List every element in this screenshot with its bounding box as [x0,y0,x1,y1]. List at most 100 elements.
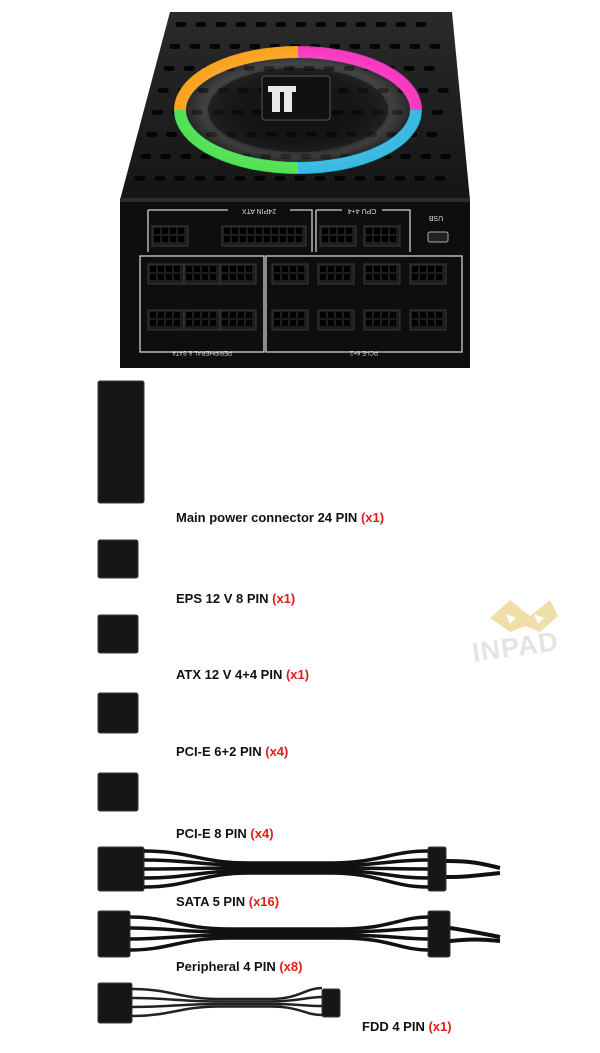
vent-slot [349,44,361,49]
modular-socket [363,309,401,331]
vent-slot [355,22,367,27]
cable-set [97,380,501,1024]
modular-socket [221,225,307,247]
vent-slot [234,176,246,181]
vent-slot [275,22,287,27]
vent-slot [369,44,381,49]
brand-logo [261,75,331,121]
cable-label-sata-5pin: SATA 5 PIN (x16) [176,894,280,909]
vent-slot [255,22,267,27]
connector-pcie-8pin-icon [97,772,139,812]
cable-label-pcie-62pin: PCI-E 6+2 PIN (x4) [176,744,289,759]
vent-slot [295,22,307,27]
vent-slot [400,154,412,159]
vent-slot [403,66,415,71]
modular-socket [151,225,189,247]
vent-slot [157,88,169,93]
modular-socket [317,309,355,331]
cable-peripheral-wires [129,915,501,952]
modular-sockets [147,225,447,331]
cable-atx-wires [138,615,500,651]
cable-label-eps-8pin: EPS 12 V 8 PIN (x1) [176,591,296,606]
vent-slot [194,176,206,181]
vent-slot [437,88,449,93]
vent-slot [434,176,446,181]
vent-slot [154,176,166,181]
modular-socket [147,263,185,285]
vent-slot [415,22,427,27]
modular-socket [219,309,257,331]
vent-slot [183,66,195,71]
vent-slot [215,22,227,27]
vent-slot [163,66,175,71]
modular-socket [271,263,309,285]
vent-slot [409,44,421,49]
connector-fdd-end-icon [321,988,341,1018]
vent-slot [423,66,435,71]
vent-slot [254,176,266,181]
panel-label-usb: USB [428,214,443,221]
connector-molex-icon [97,910,131,958]
vent-slot [294,176,306,181]
connector-eps-8pin-icon [97,539,139,579]
modular-socket [409,263,447,285]
vent-slot [214,176,226,181]
vent-slot [249,44,261,49]
connector-24pin-icon [97,380,145,504]
vent-slot [314,176,326,181]
modular-socket [147,309,185,331]
connector-molex-fdd-icon [97,982,133,1024]
vent-slot [274,176,286,181]
connector-sata-icon [97,846,145,892]
panel-label-cpu: CPU 4+4 [348,207,377,214]
vent-slot [174,176,186,181]
modular-socket [183,263,221,285]
cable-fdd-wires [131,986,323,1018]
vent-slot [394,176,406,181]
vent-slot [354,176,366,181]
modular-socket [271,309,309,331]
modular-socket [409,309,447,331]
vent-slot [389,44,401,49]
watermark-logo-icon [490,600,558,632]
vent-slot [417,88,429,93]
connector-pcie-62pin-icon [97,692,139,734]
vent-slot [395,22,407,27]
vent-slot [180,154,192,159]
vent-slot [374,176,386,181]
vent-slot [209,44,221,49]
psu-unit: 24PIN ATX CPU 4+4 USB PERIPHERAL & SATA … [120,12,470,368]
cable-label-fdd-4pin: FDD 4 PIN (x1) [362,1019,452,1034]
vent-slot [429,44,441,49]
cable-24pin-wires [144,384,500,498]
vent-slot [189,44,201,49]
vent-slot [375,22,387,27]
cable-pcie8-wires [138,773,500,809]
vent-slot [431,110,443,115]
vent-slot [160,154,172,159]
vent-slot [334,176,346,181]
vent-slot [166,132,178,137]
cable-sata-wires [143,849,501,889]
modular-socket [363,225,401,247]
vent-slot [146,132,158,137]
panel-label-pcie: PCI-E 6+2 [349,349,378,355]
usb-port-icon [427,231,449,243]
modular-socket [317,263,355,285]
connector-atx-44pin-icon [97,614,139,654]
vent-slot [420,154,432,159]
vent-slot [151,110,163,115]
modular-panel-outline [139,209,463,353]
vent-slot [229,44,241,49]
vent-slot [329,44,341,49]
connector-molex-end-icon [427,910,451,958]
panel-label-peripheral: PERIPHERAL & SATA [172,349,232,355]
vent-slot [200,154,212,159]
vent-slot [414,176,426,181]
cable-eps-wires [138,540,500,576]
cable-pcie62-wires [138,694,500,730]
vent-slot [315,22,327,27]
vent-slot [335,22,347,27]
vent-slot [440,154,452,159]
